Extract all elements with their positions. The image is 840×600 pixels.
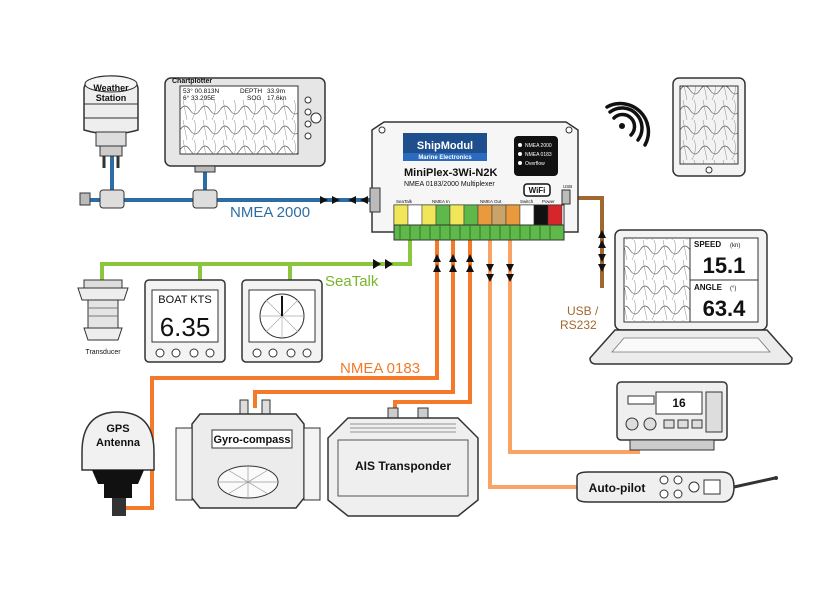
chartplotter-sog-label: SOG <box>247 95 261 102</box>
gps-label-2: Antenna <box>96 437 141 449</box>
tablet[interactable] <box>672 77 746 177</box>
nmea2000-label: NMEA 2000 <box>230 204 310 221</box>
terminal-strip <box>393 204 563 226</box>
laptop-speed-value: 15.1 <box>703 253 746 278</box>
seatalk-cable <box>100 240 412 280</box>
speed-display-text: BOAT KTS <box>158 294 211 306</box>
laptop-speed-label: SPEED <box>694 240 721 249</box>
multiplexer-wifi-badge: WiFi <box>529 186 546 195</box>
autopilot[interactable] <box>576 471 778 503</box>
led-label-nmea0183: NMEA 0183 <box>525 152 552 158</box>
gps-label-1: GPS <box>106 423 129 435</box>
multiplexer-brand-sub: Marine Electronics <box>418 155 472 161</box>
port-label-nmea-in: NMEA In <box>432 199 450 204</box>
multiplexer[interactable] <box>369 121 579 241</box>
wind-display[interactable] <box>241 279 323 363</box>
chartplotter-depth-value: 33.9m <box>267 88 285 95</box>
nmea0183-arrows <box>433 254 514 282</box>
transducer[interactable] <box>77 279 129 341</box>
usb-label-2: RS232 <box>560 318 597 332</box>
weather-station-label-1: Weather <box>93 83 129 93</box>
ais-transponder[interactable] <box>327 407 479 517</box>
port-label-seatalk: SeaTalk <box>396 199 413 204</box>
gyro-label: Gyro-compass <box>213 434 290 446</box>
port-label-nmea-out: NMEA Out <box>480 199 502 204</box>
chartplotter-depth-label: DEPTH <box>240 88 262 95</box>
chartplotter-sog-value: 17.6kn <box>267 95 287 102</box>
nmea2000-cable <box>86 150 370 204</box>
wifi-icon <box>605 101 651 147</box>
led-panel <box>514 136 558 176</box>
vhf-radio[interactable] <box>616 381 728 451</box>
chartplotter-label: Chartplotter <box>172 78 212 85</box>
multiplexer-model: MiniPlex-3Wi-N2K <box>404 167 497 179</box>
laptop[interactable] <box>589 229 793 365</box>
gps-antenna[interactable] <box>81 411 155 516</box>
t-connector <box>79 189 218 209</box>
laptop-angle-unit: (°) <box>730 286 736 292</box>
multiplexer-brand: ShipModul <box>417 140 473 152</box>
usb-label-1: USB / <box>567 304 599 318</box>
laptop-speed-unit: (kn) <box>730 243 740 249</box>
multiplexer-description: NMEA 0183/2000 Multiplexer <box>404 181 495 188</box>
led-label-nmea2000: NMEA 2000 <box>525 143 552 149</box>
chartplotter[interactable] <box>164 77 326 173</box>
chartplotter-lon: 6° 33.295E <box>183 94 216 102</box>
autopilot-label: Auto-pilot <box>589 481 646 495</box>
transducer-label: Transducer <box>85 349 121 356</box>
seatalk-label: SeaTalk <box>325 273 379 290</box>
port-label-usb: USB <box>563 184 572 189</box>
chartplotter-lat: 53° 00.813N <box>183 87 220 95</box>
laptop-angle-value: 63.4 <box>703 296 747 321</box>
laptop-angle-label: ANGLE <box>694 283 723 292</box>
vhf-channel: 16 <box>672 396 686 410</box>
weather-station[interactable] <box>83 75 139 168</box>
port-label-switch: Switch <box>520 199 534 204</box>
chartplotter-buttons <box>304 96 322 140</box>
gyro-compass[interactable] <box>175 399 321 509</box>
nmea0183-label: NMEA 0183 <box>340 360 420 377</box>
nmea0183-cables <box>125 240 640 510</box>
speed-display-value: 6.35 <box>160 312 211 342</box>
weather-station-label-2: Station <box>96 93 127 103</box>
speed-display[interactable] <box>144 279 226 363</box>
led-label-overflow: Overflow <box>525 161 545 167</box>
port-label-power: Power <box>542 199 555 204</box>
ais-label: AIS Transponder <box>355 459 451 473</box>
